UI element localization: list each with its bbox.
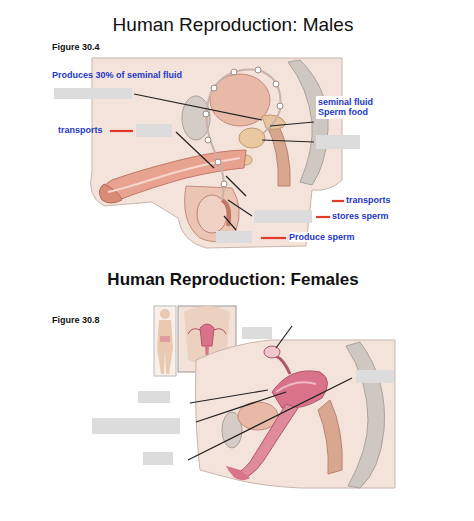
blank-box	[138, 391, 170, 403]
leader-line	[262, 140, 314, 142]
function-note: transports	[58, 125, 103, 135]
blank-box	[216, 231, 252, 243]
bead	[203, 111, 209, 117]
bead	[273, 81, 279, 87]
bead	[215, 159, 221, 165]
function-note: seminal fluid Sperm food	[316, 96, 382, 119]
function-note: stores sperm	[332, 211, 389, 221]
blank-box	[356, 370, 394, 383]
epididymis	[222, 200, 229, 226]
front-view-tubes	[188, 329, 226, 334]
body-icon-frame	[154, 306, 176, 376]
bead	[221, 181, 227, 187]
leader-line	[228, 200, 252, 216]
leader-line	[190, 390, 268, 403]
rectum	[266, 120, 290, 186]
leader-line	[276, 326, 292, 348]
oviduct	[276, 356, 290, 374]
page-title: Human Reproduction: Males	[0, 14, 470, 36]
female-body-section	[196, 340, 396, 488]
bead	[277, 103, 283, 109]
figure-number: Figure 30.4	[52, 42, 100, 52]
function-note: Produce sperm	[289, 232, 355, 242]
red-pointer-lines	[110, 131, 344, 238]
leader-lines	[188, 326, 352, 460]
vas-deferens	[206, 69, 280, 200]
bead	[231, 69, 237, 75]
leader-line	[188, 378, 352, 460]
blank-box	[242, 327, 272, 339]
red-pointer	[110, 130, 133, 132]
bead	[211, 85, 217, 91]
leader-line	[134, 94, 262, 120]
vulva	[226, 466, 250, 480]
blank-box	[254, 210, 312, 223]
leader-lines	[134, 94, 314, 230]
vas-deferens-beads	[203, 67, 283, 187]
vagina	[236, 404, 298, 478]
leader-line	[176, 132, 214, 168]
uterus	[272, 371, 328, 408]
sacrum-bone	[346, 342, 385, 488]
figure-number: Figure 30.8	[52, 315, 100, 325]
glans	[99, 184, 122, 203]
red-pointer	[316, 216, 330, 218]
blank-box	[143, 452, 173, 465]
red-pointer	[332, 200, 344, 202]
body-icon-figure	[157, 320, 173, 374]
blank-box	[136, 124, 172, 137]
red-pointer	[261, 237, 286, 239]
body-icon-head	[160, 309, 170, 319]
ovary	[264, 346, 280, 358]
leader-line	[224, 216, 236, 230]
front-view-uterus	[200, 324, 214, 346]
body-icon-highlight	[160, 336, 170, 342]
bead	[205, 137, 211, 143]
blank-label-boxes	[92, 327, 394, 465]
blank-label-boxes	[54, 88, 360, 243]
leader-line	[270, 122, 314, 126]
prostate-gland	[239, 128, 265, 148]
uterine-cavity	[276, 382, 316, 392]
blank-box	[92, 418, 180, 434]
function-note: transports	[346, 195, 391, 205]
blank-box	[316, 135, 360, 149]
rectum	[318, 400, 342, 474]
function-note: Produces 30% of seminal fluid	[52, 70, 182, 80]
male-body-section	[91, 58, 343, 248]
bead	[255, 67, 261, 73]
urethra	[108, 158, 240, 192]
leader-line	[226, 176, 246, 196]
blank-box	[54, 88, 132, 99]
section-heading: Human Reproduction: Females	[0, 270, 470, 290]
